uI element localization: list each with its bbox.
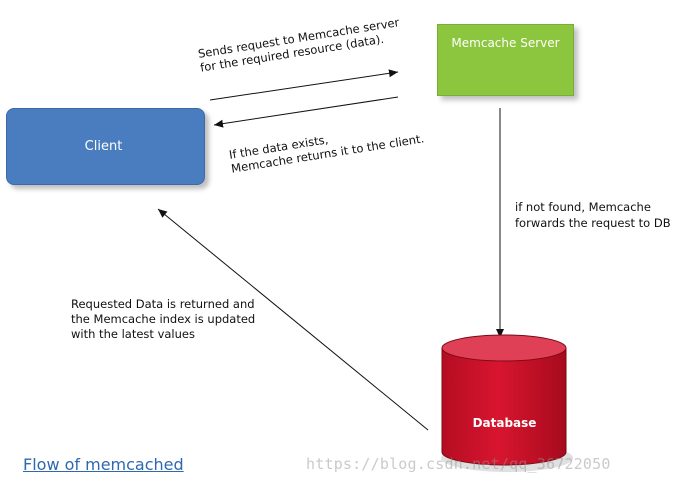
memcache-server-label: Memcache Server [451,36,560,50]
diagram-title-link[interactable]: Flow of memcached [23,455,184,474]
client-label: Client [84,139,123,154]
forward-label-line: forwards the request to DB [515,216,671,230]
data-returned-label-line: with the latest values [71,327,195,341]
data-returned-label: Requested Data is returned and the Memca… [71,297,255,342]
request-arrow [209,69,399,101]
data-returned-arrow [157,208,429,431]
forward-label-line: if not found, Memcache [515,200,651,214]
watermark-url: https://blog.csdn.net/qq_36722050 [306,455,611,473]
database-label: Database [472,416,537,430]
forward-label: if not found, Memcache forwards the requ… [515,199,671,231]
return-arrow [213,96,399,128]
data-returned-label-line: the Memcache index is updated [71,312,256,326]
client-node: Client [6,108,205,185]
database-cylinder [441,334,573,472]
data-returned-label-line: Requested Data is returned and [71,297,255,311]
memcache-server-node: Memcache Server [437,24,574,96]
